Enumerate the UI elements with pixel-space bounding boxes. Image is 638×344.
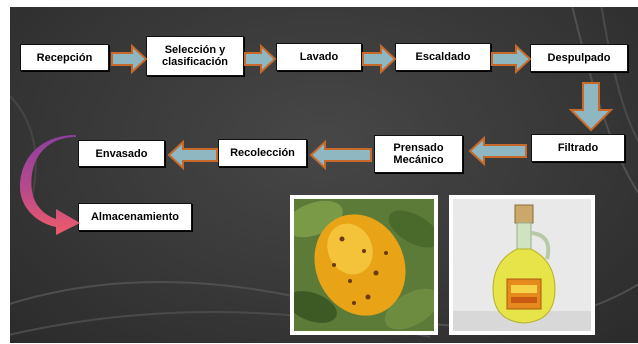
arrow-down	[568, 82, 614, 132]
oil-bottle-photo	[449, 195, 595, 335]
arrow-right-1	[111, 43, 148, 75]
step-recoleccion: Recolección	[218, 139, 307, 167]
arrow-right-3	[362, 43, 397, 75]
slide-background: Recepción Selección y clasificación Lava…	[10, 7, 638, 343]
bottle-image	[453, 199, 591, 331]
arrow-right-4	[491, 43, 532, 75]
fruit-image	[294, 199, 434, 331]
step-almacenamiento: Almacenamiento	[78, 203, 192, 231]
step-escaldado: Escaldado	[395, 43, 491, 71]
step-recepcion: Recepción	[20, 44, 109, 71]
step-filtrado: Filtrado	[531, 134, 625, 162]
arrow-left-3	[167, 139, 218, 171]
step-envasado: Envasado	[78, 140, 165, 167]
step-despulpado: Despulpado	[530, 44, 628, 72]
arrow-left-1	[468, 135, 527, 167]
arrow-right-2	[244, 43, 277, 75]
step-prensado: Prensado Mecánico	[374, 135, 463, 173]
step-lavado: Lavado	[276, 43, 362, 71]
arrow-left-2	[309, 139, 372, 171]
curved-arrow	[20, 135, 80, 235]
step-seleccion: Selección y clasificación	[146, 36, 244, 76]
yellow-fruit-photo	[290, 195, 438, 335]
